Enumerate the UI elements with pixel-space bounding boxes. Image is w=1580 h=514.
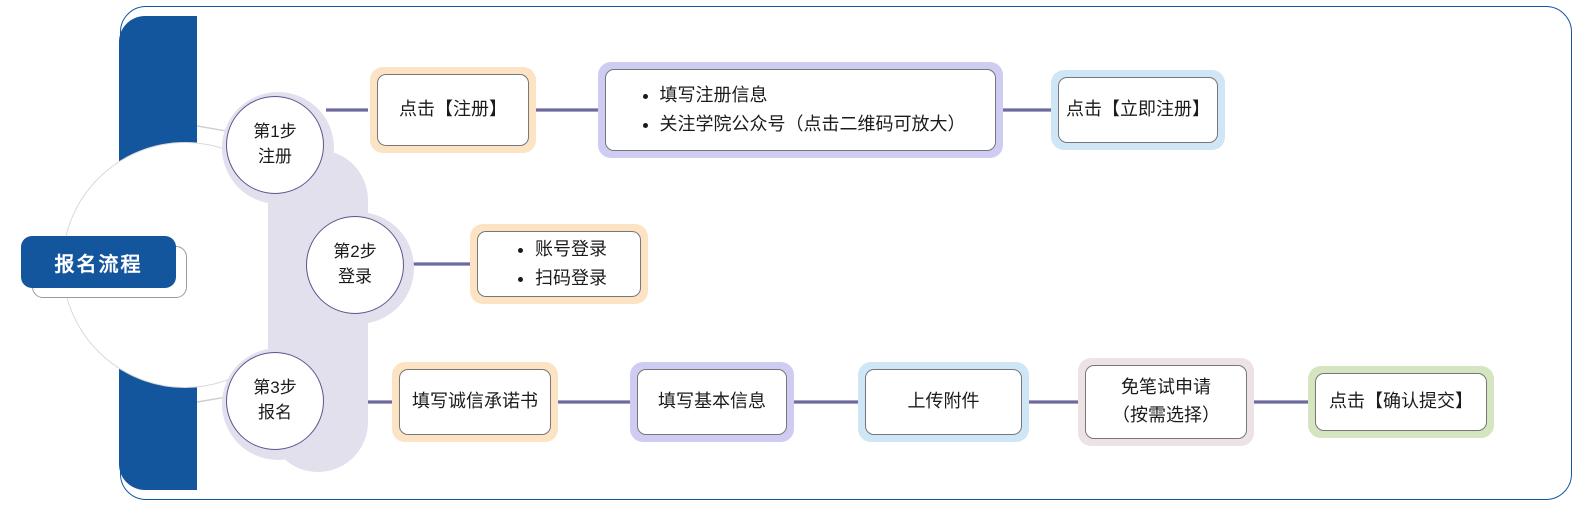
node-upload-attachment-body: 上传附件 [865, 369, 1022, 435]
node-confirm-submit[interactable]: 点击【确认提交】 [1308, 366, 1494, 438]
node-integrity-commitment-body: 填写诚信承诺书 [399, 369, 551, 435]
list-item: 关注学院公众号（点击二维码可放大） [660, 110, 966, 139]
step-circle-2[interactable]: 第2步 登录 [306, 216, 404, 314]
node-click-register-body: 点击【注册】 [377, 74, 529, 146]
node-confirm-submit-body: 点击【确认提交】 [1315, 373, 1487, 431]
node-exam-waiver-line2: （按需选择） [1112, 405, 1220, 425]
node-basic-info-label: 填写基本信息 [658, 391, 766, 412]
node-click-register-now[interactable]: 点击【立即注册】 [1051, 70, 1225, 150]
node-basic-info-body: 填写基本信息 [637, 369, 787, 435]
node-integrity-commitment[interactable]: 填写诚信承诺书 [392, 362, 558, 442]
step-2-line2: 登录 [338, 267, 372, 286]
node-click-register[interactable]: 点击【注册】 [370, 67, 536, 153]
root-badge-label: 报名流程 [54, 253, 143, 276]
node-click-register-now-label: 点击【立即注册】 [1066, 99, 1210, 120]
list-item: 账号登录 [535, 235, 607, 264]
node-register-details[interactable]: 填写注册信息 关注学院公众号（点击二维码可放大） [598, 62, 1003, 158]
root-badge[interactable]: 报名流程 [21, 236, 176, 288]
step-3-line1: 第3步 [253, 378, 297, 398]
node-click-register-now-body: 点击【立即注册】 [1058, 77, 1218, 143]
step-3-line2: 报名 [258, 403, 292, 422]
node-upload-attachment-label: 上传附件 [907, 391, 980, 412]
node-click-register-label: 点击【注册】 [399, 99, 507, 120]
node-register-details-body: 填写注册信息 关注学院公众号（点击二维码可放大） [605, 69, 996, 151]
step-circle-3[interactable]: 第3步 报名 [226, 352, 324, 450]
list-item: 扫码登录 [535, 264, 607, 293]
node-login-methods[interactable]: 账号登录 扫码登录 [470, 224, 648, 304]
node-login-methods-body: 账号登录 扫码登录 [477, 231, 641, 297]
step-1-line2: 注册 [258, 147, 292, 166]
step-2-line1: 第2步 [333, 242, 377, 262]
node-register-details-list: 填写注册信息 关注学院公众号（点击二维码可放大） [636, 81, 966, 139]
node-confirm-submit-label: 点击【确认提交】 [1329, 391, 1473, 412]
step-circle-1[interactable]: 第1步 注册 [226, 96, 324, 194]
list-item: 填写注册信息 [660, 81, 966, 110]
node-upload-attachment[interactable]: 上传附件 [858, 362, 1029, 442]
node-exam-waiver-line1: 免笔试申请 [1121, 377, 1211, 398]
node-exam-waiver[interactable]: 免笔试申请 （按需选择） [1078, 358, 1254, 446]
node-integrity-commitment-label: 填写诚信承诺书 [412, 391, 538, 412]
node-login-methods-list: 账号登录 扫码登录 [511, 235, 607, 293]
node-basic-info[interactable]: 填写基本信息 [630, 362, 794, 442]
step-1-line1: 第1步 [253, 122, 297, 142]
node-exam-waiver-body: 免笔试申请 （按需选择） [1085, 365, 1247, 439]
